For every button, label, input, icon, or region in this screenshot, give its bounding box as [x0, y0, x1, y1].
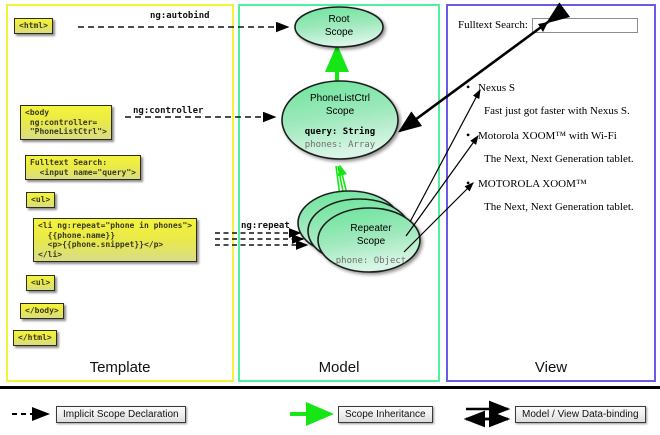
legend-item-implicit-scope-declaration: Implicit Scope Declaration: [56, 406, 186, 423]
view-phone-snippet: Fast just got faster with Nexus S.: [484, 105, 630, 117]
code-box-ul-close: <ul>: [26, 275, 56, 291]
legend-item-model-view-data-binding: Model / View Data-binding: [515, 406, 646, 423]
code-box-ul-open: <ul>: [26, 192, 56, 208]
legend-item-scope-inheritance: Scope Inheritance: [338, 406, 433, 423]
code-box-body-close: </body>: [20, 303, 64, 319]
view-bullet: •: [466, 176, 471, 190]
view-rendered-output: Fulltext Search: • Nexus S Fast just got…: [452, 10, 648, 240]
view-bullet: •: [466, 80, 471, 94]
legend-divider: [0, 386, 660, 389]
code-box-li-repeat: <li ng:repeat="phone in phones"> {{phone…: [33, 218, 198, 262]
panel-title-template: Template: [89, 359, 151, 376]
code-box-html-close: </html>: [13, 330, 57, 346]
view-search-row: Fulltext Search:: [458, 18, 638, 33]
panel-model: Model: [238, 4, 440, 382]
view-phone-name: MOTOROLA XOOM™: [478, 178, 587, 190]
view-search-label: Fulltext Search:: [458, 19, 528, 32]
code-box-html-open: <html>: [14, 18, 53, 34]
view-phone-name: Motorola XOOM™ with Wi-Fi: [478, 130, 617, 142]
view-phone-snippet: The Next, Next Generation tablet.: [484, 201, 634, 213]
view-phone-snippet: The Next, Next Generation tablet.: [484, 153, 634, 165]
view-phone-name: Nexus S: [478, 82, 515, 94]
view-search-input[interactable]: [531, 18, 638, 33]
panel-title-model: Model: [318, 359, 360, 376]
code-box-fulltext-search: Fulltext Search: <input name="query">: [25, 155, 141, 180]
view-bullet: •: [466, 128, 471, 142]
panel-title-view: View: [534, 359, 568, 376]
code-box-body-controller: <body ng:controller= "PhoneListCtrl">: [20, 105, 112, 140]
